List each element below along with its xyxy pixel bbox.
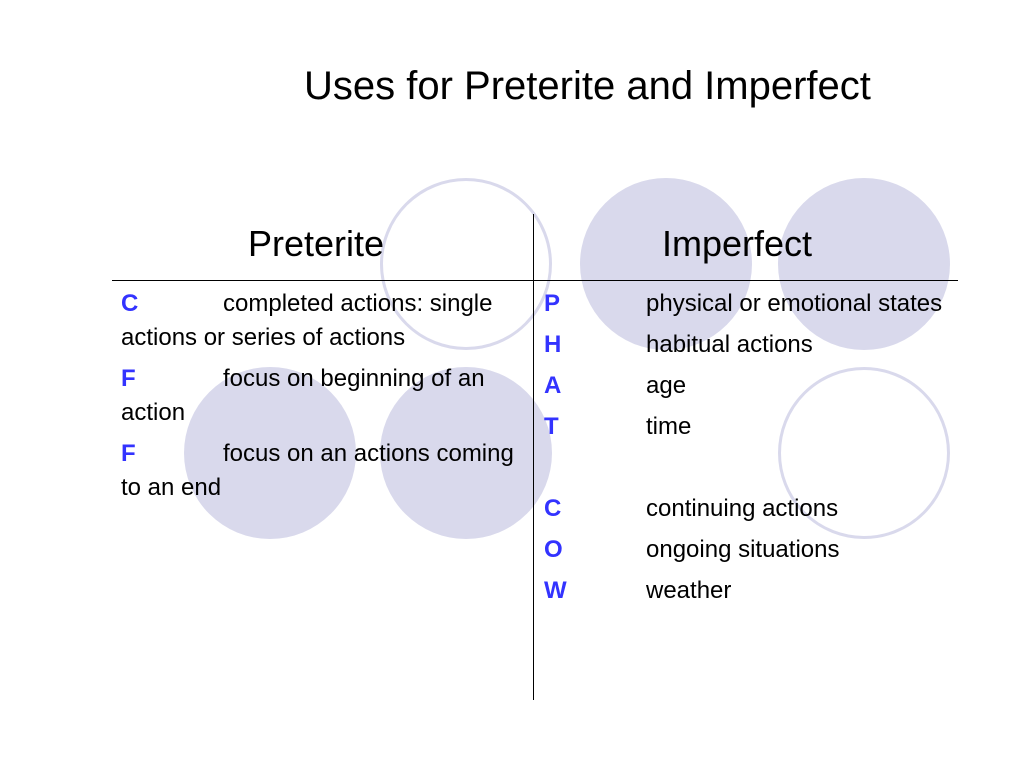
list-item-text: age <box>646 372 687 399</box>
slide-title: Uses for Preterite and Imperfect <box>304 64 871 108</box>
decorative-circle <box>184 367 356 539</box>
list-item-text: focus on an actions coming to an end <box>121 440 514 501</box>
list-item-text: time <box>646 413 692 440</box>
decorative-circle <box>778 178 950 350</box>
decorative-circle <box>580 178 752 350</box>
mnemonic-letter: F <box>121 365 136 392</box>
list-item-text: completed actions: single actions or ser… <box>121 290 493 351</box>
list-item-text: weather <box>646 577 732 604</box>
mnemonic-letter: F <box>121 440 136 467</box>
imperfect-heading: Imperfect <box>662 223 813 264</box>
preterite-heading: Preterite <box>248 223 385 264</box>
mnemonic-letter: C <box>544 495 562 522</box>
list-item-text: habitual actions <box>646 331 813 358</box>
decorative-circle <box>380 178 552 350</box>
list-item-text: physical or emotional states <box>646 290 943 317</box>
mnemonic-letter: P <box>544 290 561 317</box>
mnemonic-letter: T <box>544 413 559 440</box>
table-header-divider <box>112 280 958 281</box>
decorative-circle <box>778 367 950 539</box>
mnemonic-letter: H <box>544 331 562 358</box>
mnemonic-letter: O <box>544 536 563 563</box>
decorative-circle <box>380 367 552 539</box>
column-divider <box>533 214 534 700</box>
mnemonic-letter: W <box>544 577 567 604</box>
list-item-text: continuing actions <box>646 495 839 522</box>
mnemonic-letter: A <box>544 372 562 399</box>
list-item-text: focus on beginning of an action <box>121 365 485 426</box>
mnemonic-letter: C <box>121 290 139 317</box>
list-item-text: ongoing situations <box>646 536 840 563</box>
